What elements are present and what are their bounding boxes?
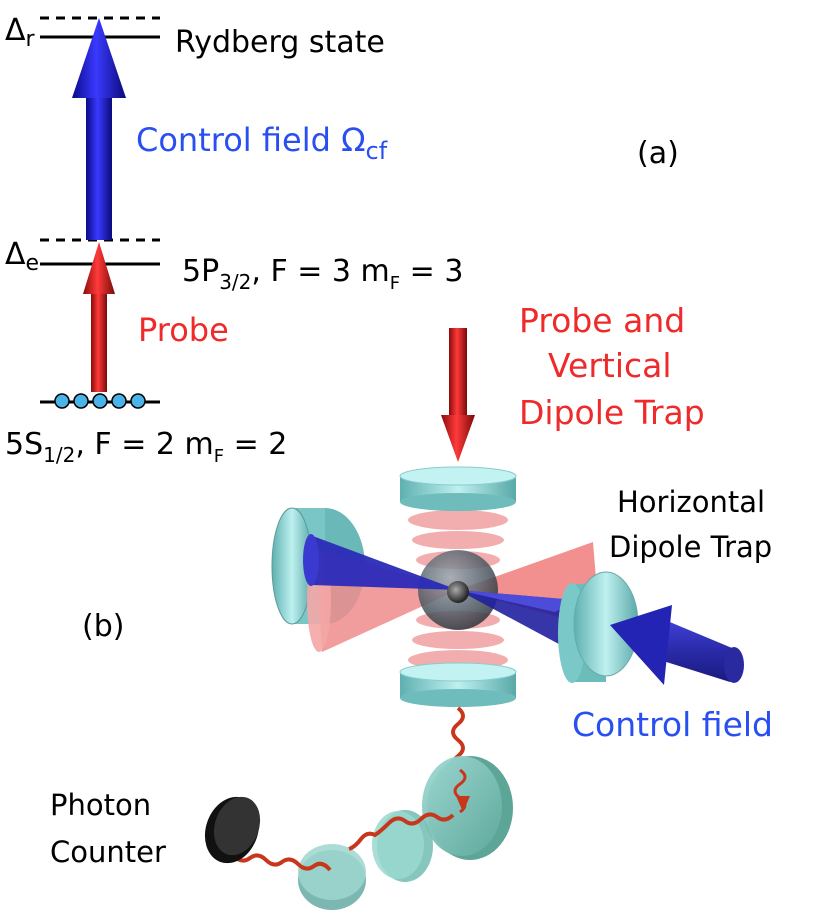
control-field-label-b: Control field (572, 705, 773, 744)
panel-a-label: (a) (637, 136, 679, 171)
atom-circle (111, 393, 127, 409)
photon-counter-label-2: Counter (50, 835, 166, 869)
atom-circle (130, 393, 146, 409)
excited-state-label: 5P3/2, F = 3 mF = 3 (182, 254, 463, 294)
control-field-label: Control field Ωcf (136, 121, 388, 165)
probe-trap-label-2: Vertical (548, 346, 672, 385)
control-field-input-arrow (610, 605, 744, 685)
rydberg-detuning-label: Δr (5, 13, 36, 52)
atom-circle (54, 393, 70, 409)
rydberg-state-label: Rydberg state (175, 25, 385, 60)
photon-counter-icon (204, 796, 261, 864)
control-beam (303, 534, 575, 650)
ground-state-label: 5S1/2, F = 2 mF = 2 (5, 427, 287, 467)
photon-counter-label-1: Photon (50, 788, 151, 822)
right-mirror (558, 571, 639, 683)
photon-path-mid (348, 812, 455, 851)
top-mirror (399, 466, 517, 511)
control-field-arrow (72, 18, 126, 240)
atom-core (447, 581, 469, 603)
horizontal-trap-label-1: Horizontal (617, 485, 765, 519)
probe-trap-label-1: Probe and (519, 301, 685, 340)
atom-circle (73, 393, 89, 409)
lens-plate (298, 844, 366, 910)
atom-circle (92, 393, 108, 409)
horizontal-trap-label-2: Dipole Trap (609, 530, 772, 564)
probe-trap-label-3: Dipole Trap (519, 393, 705, 432)
fiber-coupler-plate (422, 756, 513, 860)
panel-b-label: (b) (82, 609, 124, 644)
vertical-probe-arrow (441, 328, 475, 462)
bottom-mirror (399, 662, 517, 707)
excited-detuning-label: Δe (5, 237, 39, 276)
probe-label: Probe (138, 311, 229, 349)
probe-arrow (83, 242, 115, 392)
photon-arrowhead (456, 796, 470, 812)
ground-atoms (54, 393, 146, 409)
